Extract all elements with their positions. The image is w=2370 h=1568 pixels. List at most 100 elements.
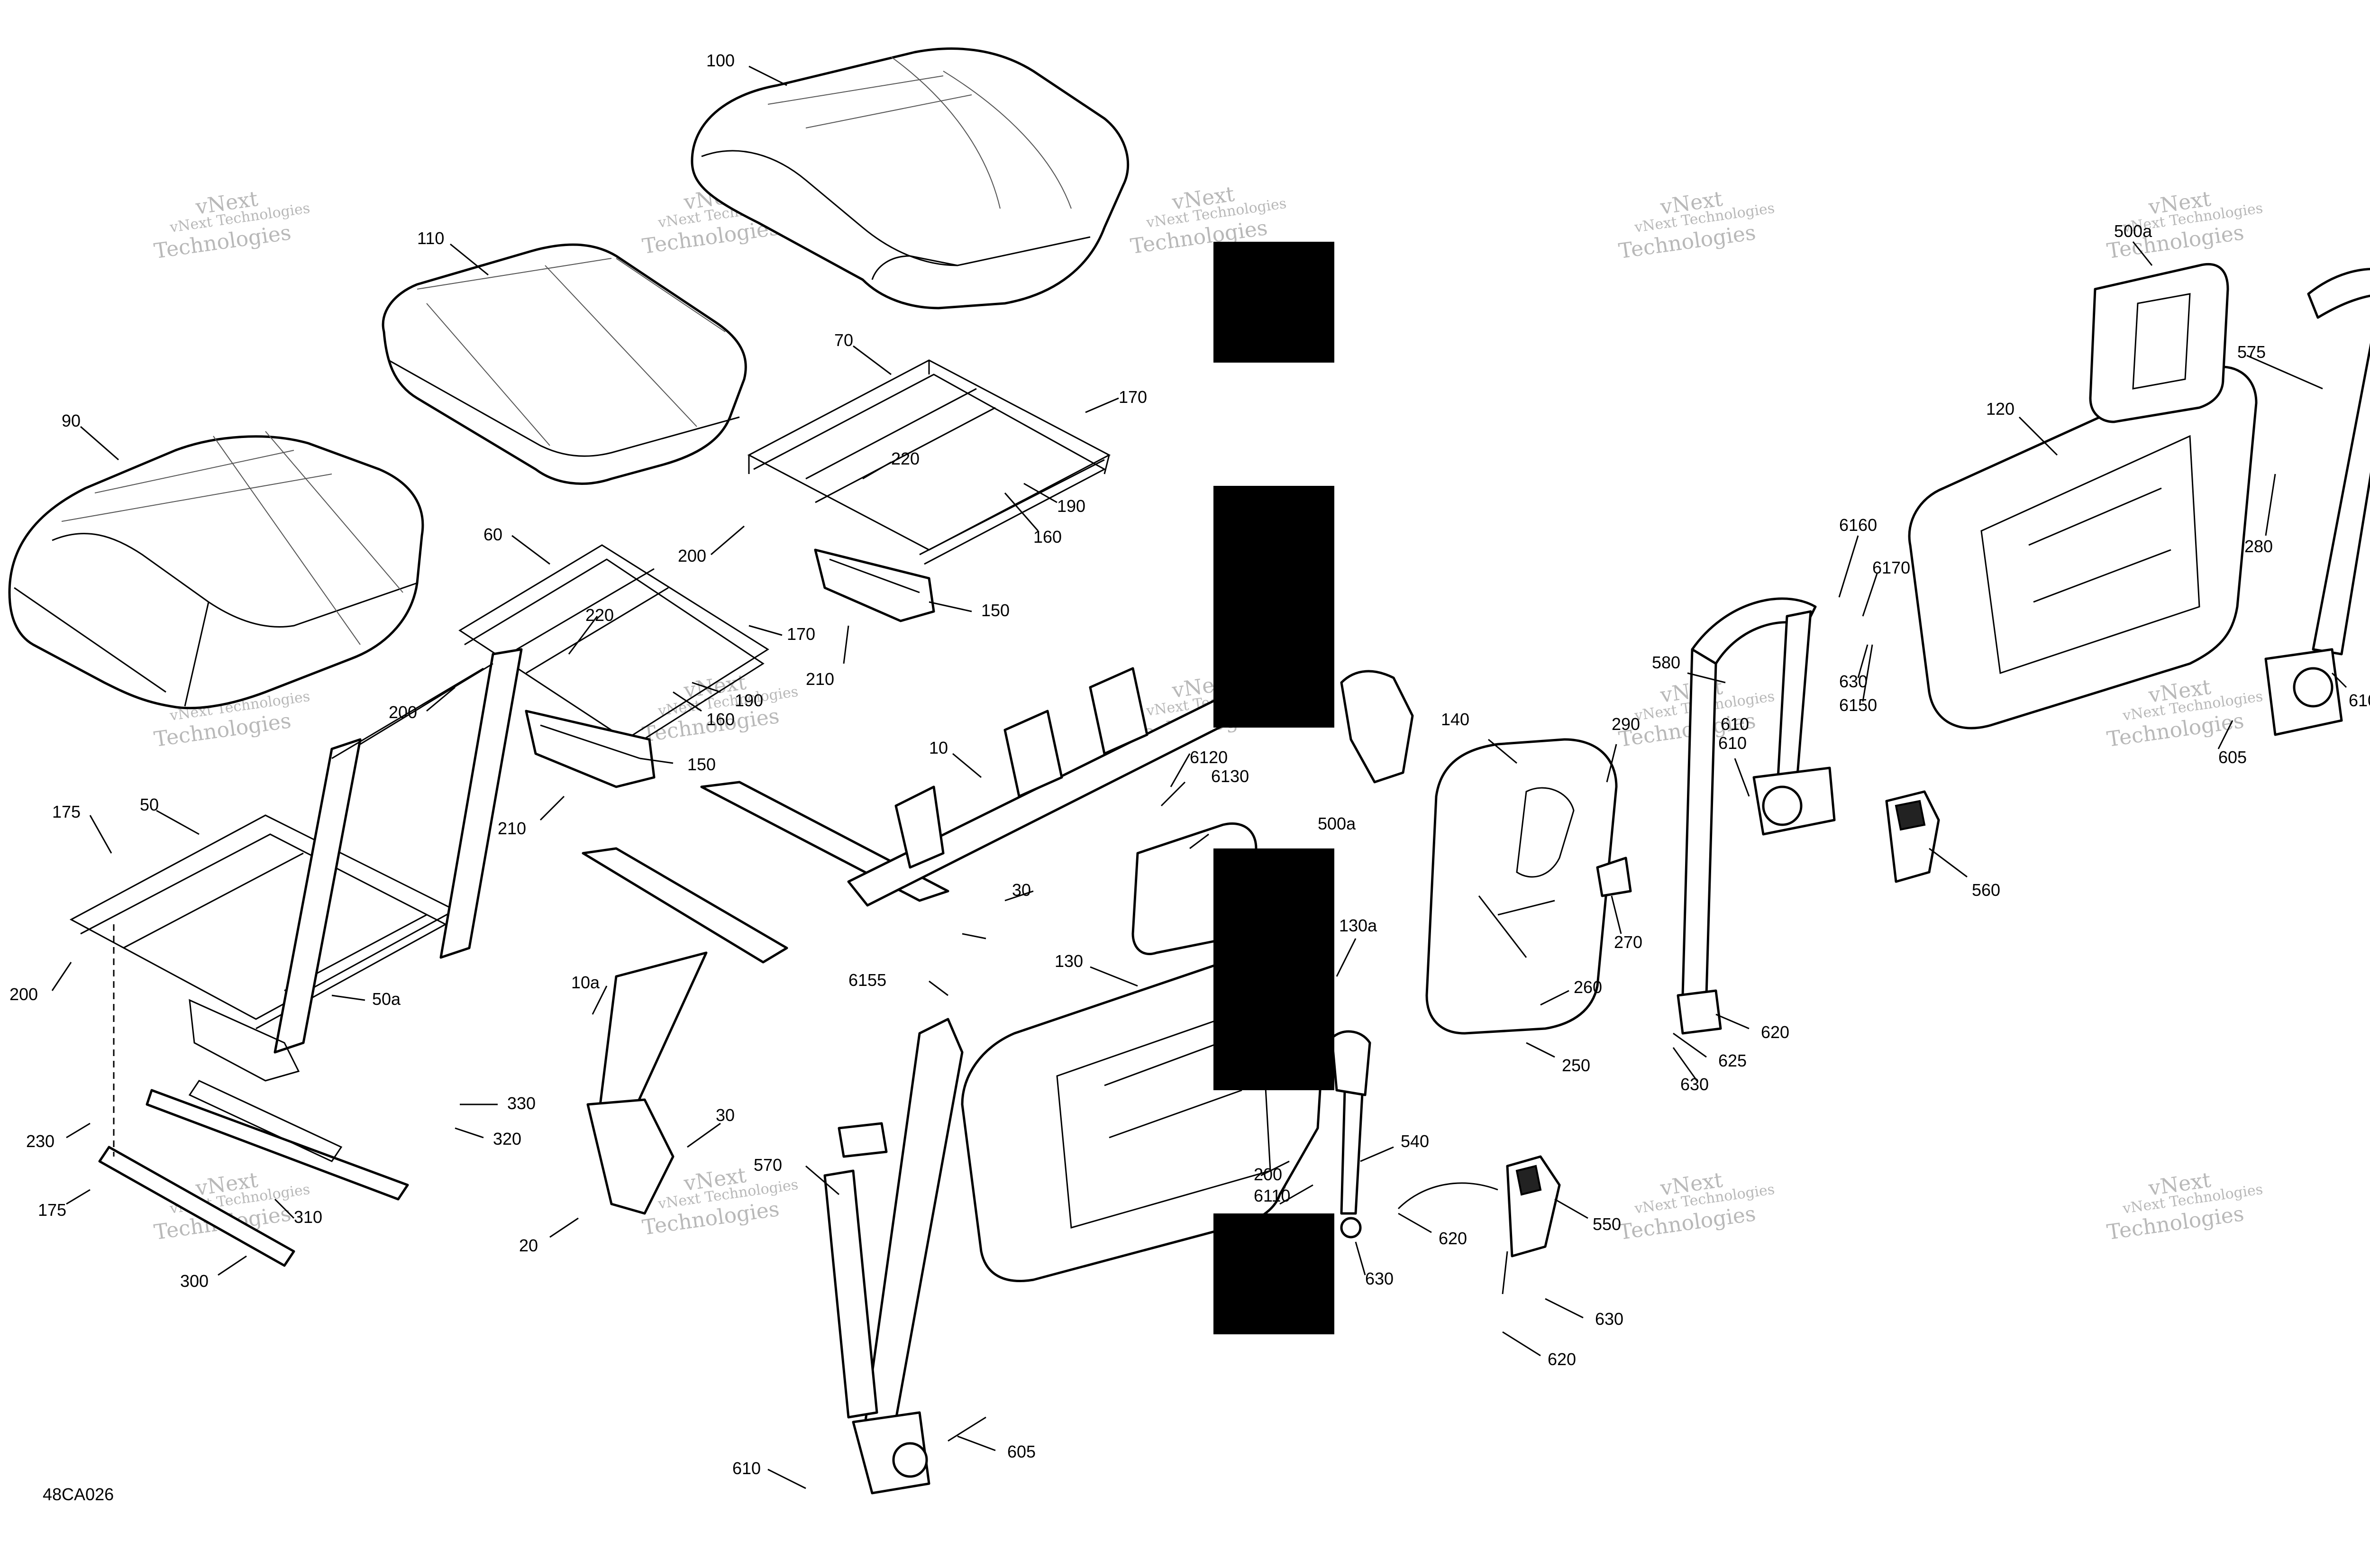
redaction-block (1213, 1213, 1334, 1334)
callout-190: 190 (735, 691, 763, 710)
callout-550: 550 (1593, 1214, 1621, 1234)
leader-lines (51, 65, 2347, 1489)
callout-120: 120 (1986, 399, 2014, 419)
buckle-560 (1885, 790, 1940, 883)
callout-575: 575 (2237, 342, 2266, 362)
callout-200: 200 (678, 546, 706, 565)
redaction-block (1213, 486, 1334, 728)
redaction-blocks (1213, 242, 1334, 1334)
slide-rail-310 (146, 1080, 409, 1201)
redaction-block (1213, 242, 1334, 363)
callout-6155: 6155 (848, 970, 886, 990)
callout-6130: 6130 (1211, 766, 1249, 786)
seat-base-frame-50 (69, 648, 523, 1082)
slider-frame-70 (747, 359, 1111, 565)
callout-70: 70 (834, 330, 853, 350)
callout-130a: 130a (1339, 916, 1377, 935)
slide-rail-300 (98, 1146, 295, 1267)
callout-200: 200 (389, 702, 417, 722)
seat-back-120 (1908, 365, 2258, 729)
callout-6170: 6170 (1872, 558, 1910, 577)
callout-10a: 10a (571, 973, 600, 992)
callout-605: 605 (2218, 748, 2247, 767)
callout-610: 610 (1718, 733, 1747, 753)
callout-30: 30 (1012, 880, 1031, 900)
center-belt-540 (1331, 1030, 1371, 1239)
callout-90: 90 (62, 411, 81, 430)
seat-cushion-90 (8, 431, 424, 710)
callout-630: 630 (1595, 1309, 1623, 1329)
callout-620: 620 (1761, 1022, 1789, 1042)
slider-frame-60 (458, 544, 769, 755)
callout-210: 210 (498, 819, 526, 838)
callout-150: 150 (687, 755, 716, 774)
callout-30: 30 (716, 1105, 735, 1125)
callout-610: 610 (732, 1459, 761, 1478)
callout-630: 630 (1680, 1075, 1709, 1094)
seat-cushion-100 (691, 47, 1130, 310)
seat-track-150b (525, 710, 656, 788)
callout-50: 50 (140, 795, 159, 814)
callout-320: 320 (493, 1129, 521, 1149)
callout-110: 110 (417, 228, 444, 248)
callout-6160: 6160 (1839, 515, 1877, 535)
callout-220: 220 (891, 449, 920, 468)
headrest-500a-right (2089, 263, 2229, 423)
callout-50a: 50a (372, 989, 401, 1009)
callout-610: 610 (2349, 691, 2370, 710)
callout-630: 630 (1839, 672, 1868, 691)
callout-170: 170 (1119, 387, 1147, 407)
callout-100: 100 (706, 51, 735, 70)
redaction-block (1213, 848, 1334, 1090)
callout-200: 200 (9, 985, 38, 1004)
callout-10: 10 (929, 738, 948, 757)
callout-170: 170 (787, 624, 815, 644)
seat-track-150a (814, 548, 935, 622)
seat-back-140 (1425, 738, 1618, 1035)
callout-20: 20 (519, 1236, 538, 1255)
bracket-270 (1596, 857, 1632, 897)
callout-610: 610 (1721, 714, 1749, 734)
callout-540: 540 (1401, 1131, 1429, 1151)
callout-310: 310 (294, 1207, 322, 1227)
callout-605: 605 (1007, 1442, 1036, 1461)
callout-260: 260 (1574, 977, 1602, 997)
callout-6150: 6150 (1839, 695, 1877, 715)
callout-175: 175 (38, 1200, 66, 1220)
callout-labels: 100 110 90 70 170 220 190 160 200 150 21… (9, 51, 2370, 1478)
callout-625: 625 (1718, 1051, 1747, 1070)
figure-code: 48CA026 (43, 1485, 114, 1504)
callout-500a: 500a (1318, 814, 1356, 833)
buckle-550 (1397, 1155, 1561, 1295)
callout-6120: 6120 (1190, 748, 1228, 767)
callout-6110: 6110 (1254, 1186, 1290, 1205)
callout-150: 150 (981, 601, 1010, 620)
callout-620: 620 (1548, 1349, 1576, 1369)
callout-580: 580 (1652, 653, 1680, 672)
callout-250: 250 (1562, 1056, 1590, 1075)
callout-570: 570 (754, 1155, 782, 1175)
callout-160: 160 (706, 710, 735, 729)
callout-210: 210 (806, 669, 834, 689)
callout-630: 630 (1365, 1269, 1394, 1288)
callout-330: 330 (507, 1094, 536, 1113)
callout-230: 230 (26, 1131, 55, 1151)
center-frame-10 (582, 653, 1414, 1215)
callout-140: 140 (1441, 710, 1469, 729)
seat-belt-580 (1677, 597, 1836, 1035)
seat-belt-570 (823, 1018, 986, 1495)
callout-190: 190 (1057, 496, 1085, 516)
callout-300: 300 (180, 1271, 209, 1291)
seat-belt-575 (2264, 268, 2370, 736)
callout-220: 220 (585, 605, 614, 625)
callout-500a: 500a (2114, 221, 2152, 241)
callout-60: 60 (483, 525, 502, 544)
callout-130: 130 (1055, 951, 1083, 971)
callout-160: 160 (1033, 527, 1062, 547)
callout-290: 290 (1612, 714, 1640, 734)
callout-280: 280 (2244, 537, 2273, 556)
callout-560: 560 (1972, 880, 2000, 900)
callout-270: 270 (1614, 932, 1642, 952)
callout-175: 175 (52, 802, 81, 821)
